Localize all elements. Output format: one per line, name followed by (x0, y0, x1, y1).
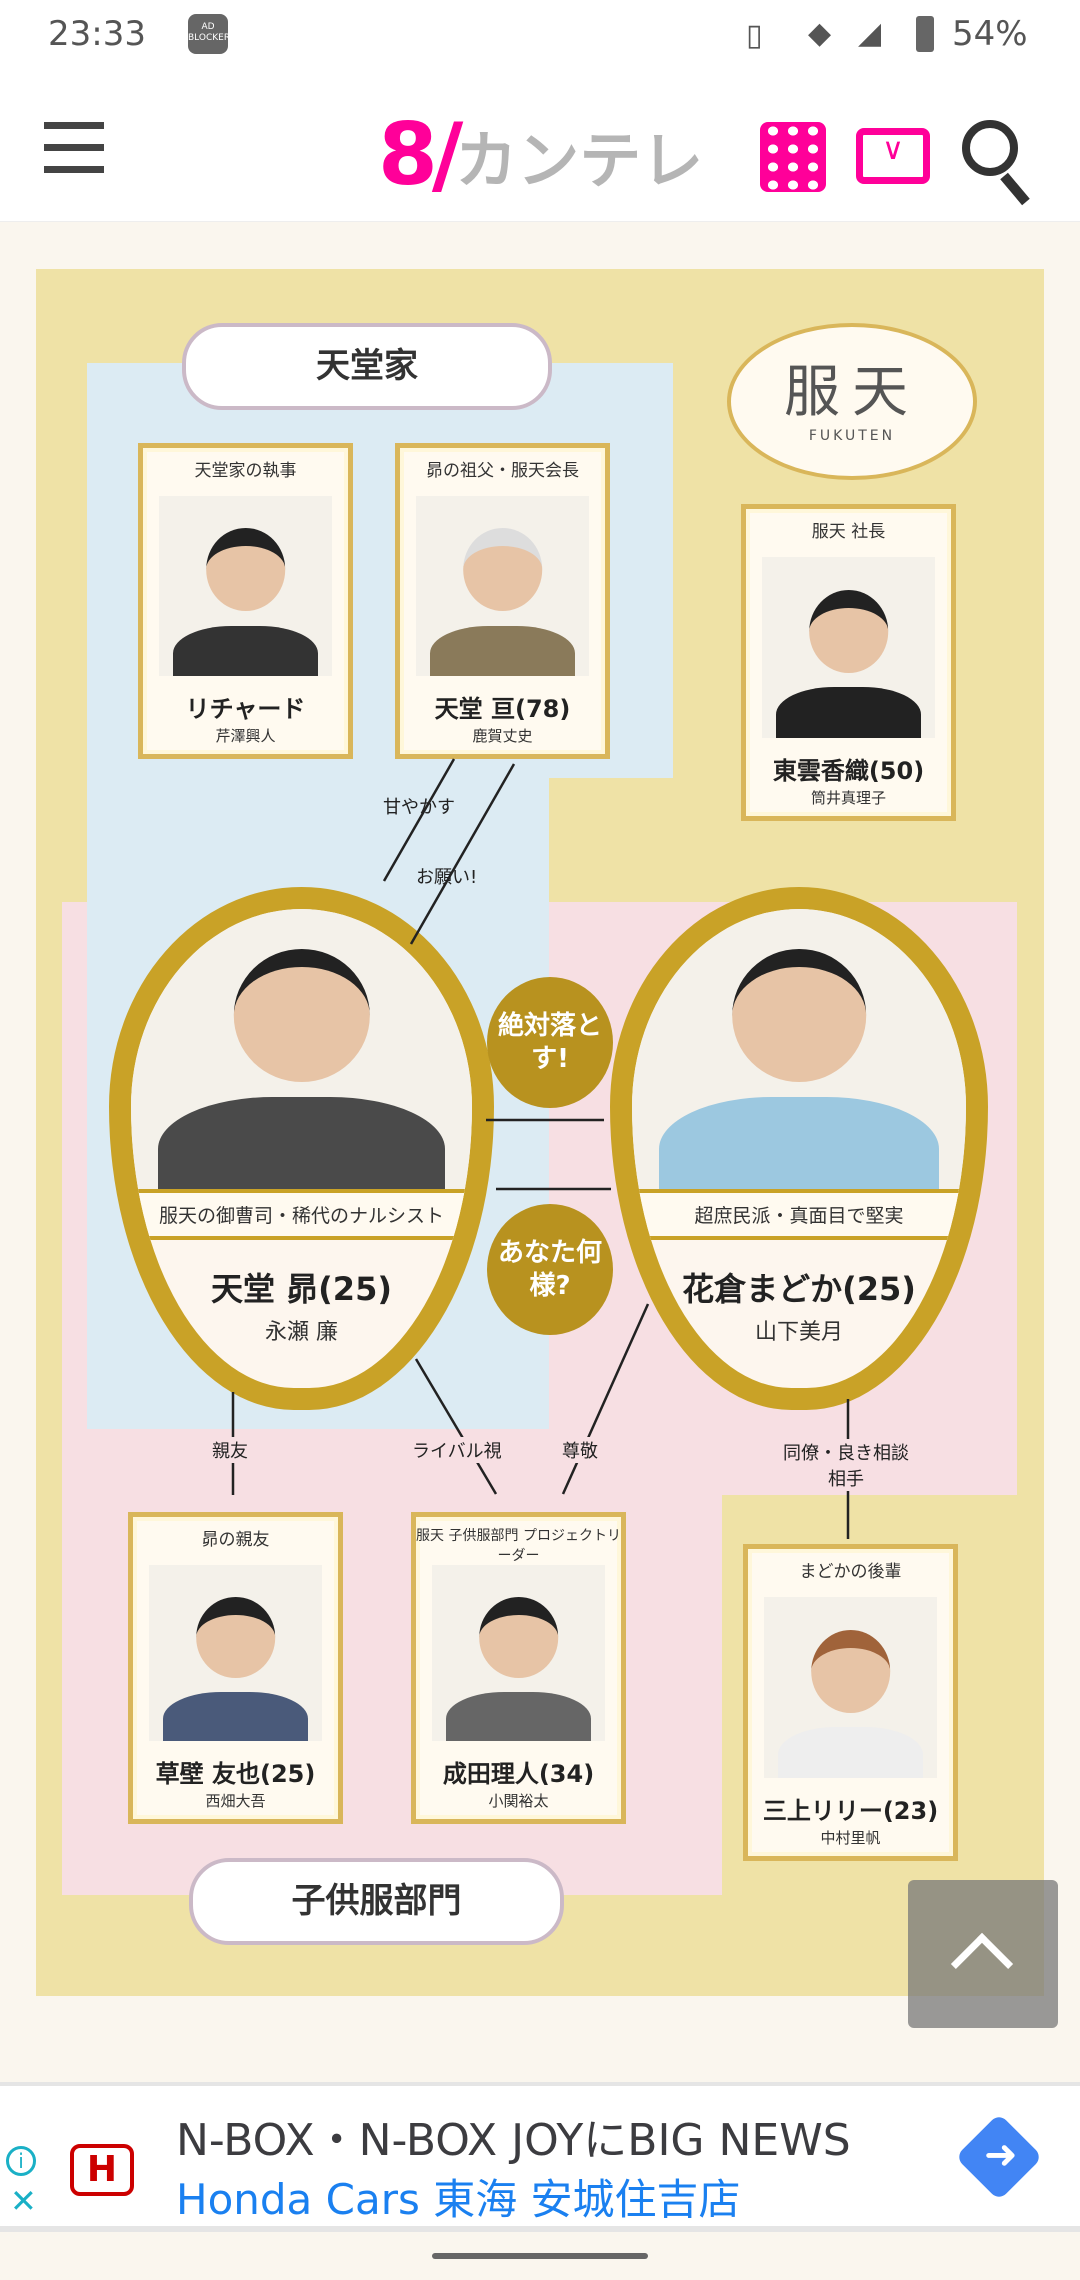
card-actor: 小関裕太 (488, 1792, 549, 1810)
relation-label-pamper: 甘やかす (383, 797, 455, 818)
portrait (131, 909, 472, 1198)
arrow-rival (414, 1358, 498, 1495)
directions-arrow: ➜ (984, 2132, 1018, 2178)
family-label: 天堂家 (182, 323, 552, 410)
lead-tagline: 超庶民派・真面目で堅実 (632, 1189, 966, 1240)
ad-banner[interactable]: i ✕ H N-BOX・N-BOX JOYにBIG NEWS Honda Car… (0, 2082, 1080, 2232)
card-role: 服天 社長 (811, 522, 886, 542)
menu-button[interactable] (44, 122, 104, 173)
ad-headline[interactable]: N-BOX・N-BOX JOYにBIG NEWS (176, 2115, 851, 2166)
card-role: 昴の親友 (201, 1530, 270, 1550)
kantele-logo[interactable]: 8 / カンテレ (378, 100, 703, 210)
relation-label-best-friend: 親友 (212, 1437, 248, 1463)
calendar-icon[interactable] (760, 122, 826, 192)
logo-slash: / (431, 105, 464, 205)
character-card-kaori[interactable]: 服天 社長 東雲香織(50) 筒井真理子 (741, 504, 956, 821)
honda-logo: H (70, 2144, 134, 2196)
fukuten-logo-sub: FUKUTEN (808, 428, 896, 444)
portrait (159, 496, 332, 676)
card-actor: 中村里帆 (820, 1829, 881, 1847)
lead-name: 天堂 昴(25) (211, 1270, 392, 1308)
mail-icon[interactable]: ∨ (856, 128, 930, 184)
arrow-respect (561, 1303, 650, 1495)
badge-must-win: 絶対落とす! (487, 977, 613, 1108)
dept-label: 子供服部門 (189, 1858, 564, 1945)
ad-advertiser[interactable]: Honda Cars 東海 安城住吉店 (176, 2175, 741, 2224)
relation-label-rival: ライバル視 (412, 1437, 502, 1463)
site-header: 8 / カンテレ ∨ (0, 72, 1080, 222)
lead-name: 花倉まどか(25) (682, 1270, 916, 1308)
character-card-wataru[interactable]: 昴の祖父・服天会長 天堂 亘(78) 鹿賀丈史 (395, 443, 610, 759)
portrait (149, 1565, 322, 1741)
ad-close-icon[interactable]: ✕ (10, 2182, 37, 2220)
portrait (432, 1565, 605, 1741)
character-card-tomoya[interactable]: 昴の親友 草壁 友也(25) 西畑大吾 (128, 1512, 343, 1824)
lead-actor: 永瀬 廉 (265, 1320, 338, 1345)
character-card-rihito[interactable]: 服天 子供服部門 プロジェクトリーダー 成田理人(34) 小関裕太 (411, 1512, 626, 1824)
card-name: 成田理人(34) (442, 1760, 595, 1788)
adblock-icon: AD BLOCKER (188, 14, 230, 54)
ad-info-icon[interactable]: i (6, 2146, 36, 2176)
search-icon-handle (1000, 172, 1030, 206)
card-name: 三上リリー(23) (762, 1797, 939, 1825)
scroll-to-top-button[interactable] (908, 1880, 1058, 2028)
wifi-icon: ◆ (808, 16, 832, 51)
lead-card-subaru[interactable]: 服天の御曹司・稀代のナルシスト 天堂 昴(25) 永瀬 廉 (109, 887, 494, 1410)
badge-who-are-you: あなた何様? (487, 1204, 613, 1335)
card-actor: 西畑大吾 (205, 1792, 266, 1810)
clock: 23:33 (48, 14, 146, 54)
card-name: 天堂 亘(78) (434, 695, 571, 723)
card-role: まどかの後輩 (799, 1562, 902, 1582)
battery-level: 54% (952, 14, 1028, 54)
fukuten-logo: 服天 FUKUTEN (727, 323, 977, 480)
character-card-richard[interactable]: 天堂家の執事 リチャード 芹澤興人 (138, 443, 353, 759)
relation-label-please: お願い! (416, 867, 478, 888)
portrait (416, 496, 589, 676)
character-relationship-chart: 天堂家 服天 FUKUTEN 天堂家の執事 リチャード 芹澤興人 昴の祖父・服天… (36, 269, 1044, 1996)
status-bar: 23:33 AD BLOCKER ▯ ◆ ◢ 54% (0, 0, 1080, 72)
card-name: リチャード (185, 695, 306, 723)
card-role: 昴の祖父・服天会長 (426, 461, 579, 481)
arrow-please (409, 763, 516, 945)
logo-text: カンテレ (455, 124, 704, 197)
chevron-up-icon (950, 1932, 1014, 1996)
lead-actor: 山下美月 (754, 1320, 843, 1345)
search-icon[interactable] (962, 120, 1018, 176)
card-name: 草壁 友也(25) (155, 1760, 316, 1788)
card-actor: 鹿賀丈史 (472, 727, 533, 745)
fukuten-logo-text: 服天 (784, 360, 920, 425)
card-actor: 筒井真理子 (810, 789, 886, 807)
card-role: 服天 子供服部門 プロジェクトリーダー (416, 1528, 621, 1564)
character-card-lily[interactable]: まどかの後輩 三上リリー(23) 中村里帆 (743, 1544, 958, 1861)
lead-tagline: 服天の御曹司・稀代のナルシスト (131, 1189, 472, 1240)
card-name: 東雲香織(50) (772, 757, 925, 785)
logo-number: 8 (378, 105, 438, 205)
arrow-pamper (382, 758, 456, 882)
home-indicator[interactable] (432, 2253, 648, 2259)
portrait (764, 1597, 937, 1778)
portrait (762, 557, 935, 738)
signal-icon: ◢ (858, 16, 882, 51)
vibrate-icon: ▯ (746, 18, 763, 53)
portrait (632, 909, 966, 1198)
relation-label-colleague: 同僚・良き相談相手 (776, 1439, 916, 1491)
battery-icon (916, 16, 934, 52)
relation-label-respect: 尊敬 (562, 1437, 598, 1463)
card-actor: 芹澤興人 (215, 727, 276, 745)
card-role: 天堂家の執事 (194, 461, 297, 481)
